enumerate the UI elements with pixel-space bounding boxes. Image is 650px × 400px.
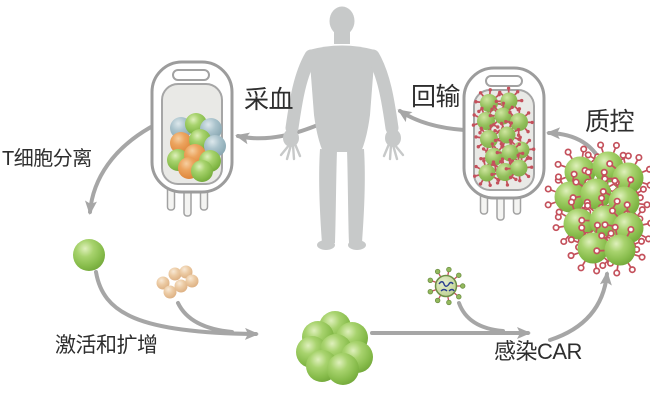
cell-receptors	[504, 153, 534, 183]
activation-expansion-label: 激活和扩增	[55, 334, 158, 357]
reinfusion-label: 回输	[411, 83, 461, 111]
blood-bag-left	[150, 60, 234, 217]
t-cell-separation-label: T细胞分离	[2, 148, 92, 170]
arrow-virus-branch	[457, 301, 505, 333]
arrow-car-infection	[548, 271, 612, 342]
process-arrows	[84, 109, 612, 342]
car-t-cells-in-bag	[471, 86, 536, 188]
virus-particle	[427, 266, 466, 306]
arrow-t-cell-separation	[84, 125, 153, 215]
human-silhouette	[279, 6, 405, 250]
expanded-t-cell-cluster	[296, 311, 373, 385]
arrow-activation-expansion	[94, 270, 259, 340]
mixed-blood-cells	[167, 113, 226, 182]
blood-bag-right	[462, 66, 546, 221]
arrow-reinfusion	[397, 109, 466, 132]
blood-draw-label: 采血	[244, 86, 294, 114]
virus-genome-squiggle	[438, 281, 455, 292]
arrow-beads-branch	[176, 301, 234, 334]
car-infection-label: 感染CAR	[494, 339, 582, 364]
cell-receptors	[593, 223, 646, 277]
bag-left-hanger-slot	[172, 69, 210, 81]
car-t-cell-cluster	[544, 141, 650, 277]
cell-receptors	[427, 266, 466, 306]
bag-right-hanger-slot	[485, 75, 523, 87]
activation-beads	[156, 265, 199, 299]
quality-control-label: 质控	[585, 108, 635, 136]
separated-t-cell	[73, 239, 105, 271]
